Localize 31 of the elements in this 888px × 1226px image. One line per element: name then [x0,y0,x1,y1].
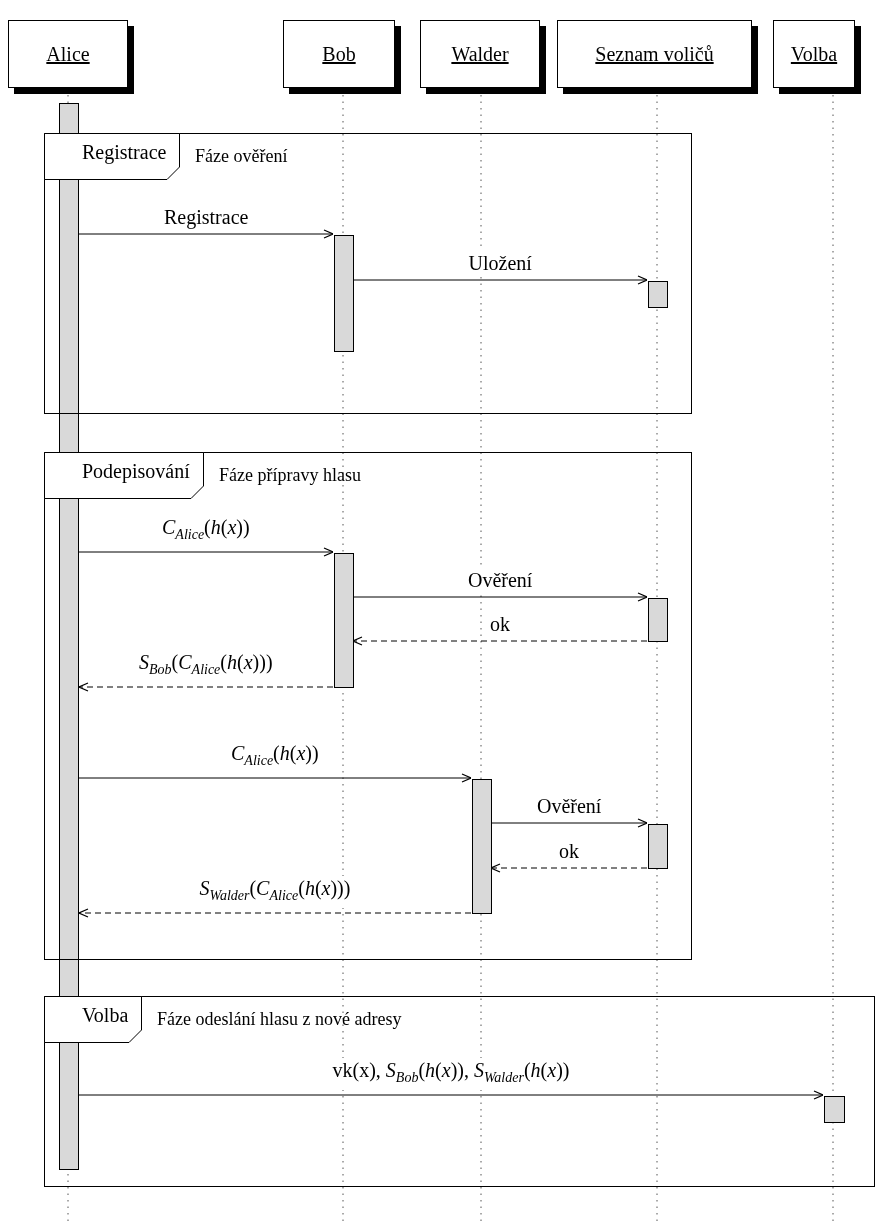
frame-tag: Volba [44,996,143,1043]
activation-bar [648,598,668,642]
message-arrow [78,229,334,239]
message-arrow [78,682,334,692]
message-label: vk(x), S$_{Bob}$(h(x)), S$_{Walder}$(h(x)) [330,1058,572,1090]
message-label: Ověření [466,568,535,592]
message-arrow [352,636,648,646]
message-arrow [490,818,648,828]
activation-bar [334,553,354,688]
message-arrow [352,592,648,602]
activation-bar [472,779,492,914]
phase-title: Fáze odeslání hlasu z nové adresy [157,1009,402,1030]
frame-box [44,133,692,414]
activation-bar [648,824,668,869]
activation-bar [334,235,354,352]
activation-bar [648,281,668,308]
message-arrow [78,547,334,557]
frame-box [44,996,875,1187]
frame-tag: Podepisování [44,452,204,499]
message-arrow [78,908,472,918]
phase-title: Fáze ověření [195,146,288,167]
frame-box [44,452,692,960]
message-arrow [78,773,472,783]
activation-bar [824,1096,845,1123]
message-arrow [490,863,648,873]
message-label: Uložení [466,251,534,275]
message-arrow [78,1090,824,1100]
frame-tag: Registrace [44,133,181,180]
message-arrow [352,275,648,285]
message-label: S$_{Walder}$(C$_{Alice}$(h(x))) [197,876,353,908]
phase-title: Fáze přípravy hlasu [219,465,361,486]
